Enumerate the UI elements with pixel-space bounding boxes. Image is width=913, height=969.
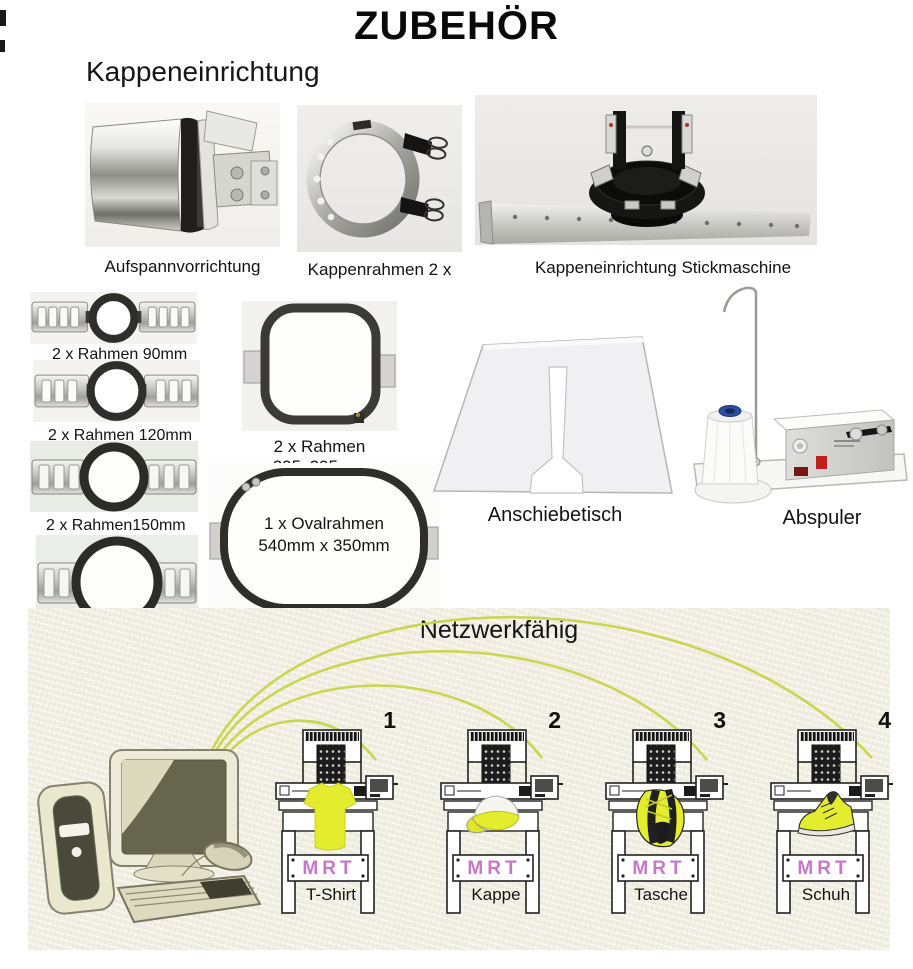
hoop-180-illustration (37, 536, 197, 628)
embroidery-machine-illustration (275, 729, 398, 914)
photo-ovalrahmen: 1 x Ovalrahmen 540mm x 350mm (208, 463, 440, 615)
machine-3-brand: MRT (632, 858, 686, 879)
hoop-90-illustration (31, 293, 196, 343)
machine-2: 2 MRT Kappe (435, 705, 563, 920)
photo-abspuler (686, 284, 908, 526)
photo-rahmen-295 (242, 301, 397, 431)
embroidery-machine-illustration (440, 729, 563, 914)
computer-illustration (37, 749, 262, 924)
hoop-120-illustration (34, 361, 199, 421)
photo-aufspannvorrichtung (85, 103, 280, 247)
machine-3-number: 3 (713, 707, 726, 733)
machine-4-brand: MRT (797, 858, 851, 879)
ovalrahmen-line1: 1 x Ovalrahmen (264, 514, 384, 533)
machine-1-label: T-Shirt (305, 885, 357, 904)
page-title: ZUBEHÖR (354, 4, 559, 48)
network-panel: Netzwerkfähig (28, 608, 893, 950)
photo-rahmen-90 (30, 292, 197, 344)
photo-kappenrahmen (297, 105, 462, 252)
machine-2-brand: MRT (467, 858, 521, 879)
embroidery-machine-illustration (605, 729, 728, 914)
binder-clip (399, 197, 445, 222)
machine-1-number: 1 (383, 707, 396, 733)
caption-aufspannvorrichtung: Aufspannvorrichtung (104, 257, 261, 276)
hoop-150-illustration (31, 442, 197, 512)
photo-anschiebetisch (433, 336, 678, 498)
caption-rahmen-150: 2 x Rahmen150mm (46, 517, 186, 534)
caption-abspuler: Abspuler (782, 507, 862, 529)
ovalrahmen-line2: 540mm x 350mm (258, 536, 390, 555)
photo-rahmen-120 (33, 360, 200, 422)
photo-rahmen-150 (30, 441, 198, 512)
cap-frame-illustration (306, 119, 448, 238)
machine-2-label: Kappe (471, 885, 521, 904)
caption-kappenrahmen: Kappenrahmen 2 x (307, 260, 452, 279)
oval-frame-illustration (209, 468, 439, 612)
machine-4-label: Schuh (801, 885, 851, 904)
cap-graphic (466, 795, 520, 834)
cap-clamp-illustration (89, 110, 278, 233)
machine-4-number: 4 (878, 707, 891, 733)
caption-rahmen-90: 2 x Rahmen 90mm (52, 346, 188, 363)
caption-ovalrahmen: 1 x Ovalrahmen 540mm x 350mm (208, 513, 440, 557)
embroidery-machine-illustration (770, 729, 893, 914)
machine-1: 1 MRT T-Shirt (270, 705, 398, 920)
shoe-graphic (797, 791, 856, 837)
cap-unit-illustration (478, 111, 811, 245)
t-shirt-graphic (303, 782, 357, 851)
section-heading-kappeneinrichtung: Kappeneinrichtung (86, 56, 320, 87)
slide-table-illustration (433, 336, 673, 494)
bag-graphic (636, 789, 685, 848)
photo-kappeneinrichtung-stickmaschine (475, 95, 817, 245)
square-frame-illustration (243, 303, 396, 425)
caption-rahmen-120: 2 x Rahmen 120mm (48, 427, 193, 444)
machine-3: 3 MRT Tasche (600, 705, 728, 920)
machine-1-brand: MRT (302, 858, 356, 879)
binder-clip (402, 133, 448, 160)
caption-anschiebetisch: Anschiebetisch (487, 504, 623, 526)
bobbin-winder-illustration (693, 286, 908, 504)
scan-artifact (0, 10, 6, 26)
machine-3-label: Tasche (634, 885, 688, 904)
caption-kappeneinrichtung-stickmaschine: Kappeneinrichtung Stickmaschine (534, 258, 792, 277)
scan-artifact (0, 40, 5, 52)
machine-2-number: 2 (548, 707, 561, 733)
machine-4: 4 MRT Schuh (765, 705, 893, 920)
